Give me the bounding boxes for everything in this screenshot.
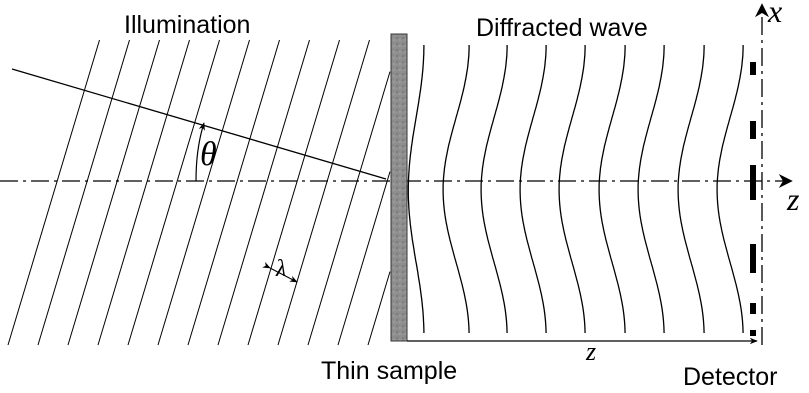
- incident-wavefronts: [7, 39, 391, 346]
- incident-wavefront-line: [187, 39, 280, 346]
- incident-wavefront-line: [367, 271, 391, 346]
- diffracted-wavefronts: [407, 45, 744, 334]
- x-axis-label: x: [767, 0, 782, 29]
- diffracted-wavefront-line: [407, 45, 425, 333]
- diffracted-wavefront-line: [558, 45, 586, 334]
- z-axis-label: z: [786, 181, 800, 217]
- illumination-label: Illumination: [124, 11, 250, 39]
- incident-wavefront-line: [127, 39, 220, 346]
- lambda-label: λ: [275, 256, 286, 282]
- thin-sample-label: Thin sample: [321, 357, 457, 385]
- diffracted-wavefront-line: [598, 45, 626, 334]
- thin-sample: [390, 33, 408, 342]
- incident-wavefront-line: [67, 39, 160, 346]
- theta-label: θ: [200, 136, 217, 173]
- incident-wavefront-line: [247, 39, 340, 346]
- diffracted-wave-label: Diffracted wave: [476, 14, 648, 42]
- incident-wavefront-line: [337, 171, 391, 346]
- diffracted-wavefront-line: [442, 45, 470, 334]
- diffracted-wavefront-line: [519, 45, 547, 334]
- incident-wavefront-line: [277, 39, 370, 346]
- incident-wavefront-line: [7, 39, 100, 346]
- incident-wavefront-line: [37, 39, 130, 346]
- incident-wavefront-line: [217, 39, 310, 346]
- diffracted-wavefront-line: [716, 45, 744, 334]
- incident-wavefront-line: [157, 39, 250, 346]
- lambda-arrow: [262, 261, 298, 283]
- incident-wavefront-line: [307, 71, 391, 346]
- diffracted-wavefront-line: [677, 45, 705, 334]
- z-distance-label: z: [585, 337, 596, 366]
- diffracted-wavefront-line: [480, 45, 508, 334]
- theta-arc: [195, 122, 205, 182]
- diffracted-wavefront-line: [637, 45, 665, 334]
- illumination-ray: [11, 68, 387, 180]
- detector-label: Detector: [683, 363, 777, 391]
- incident-wavefront-line: [97, 39, 190, 346]
